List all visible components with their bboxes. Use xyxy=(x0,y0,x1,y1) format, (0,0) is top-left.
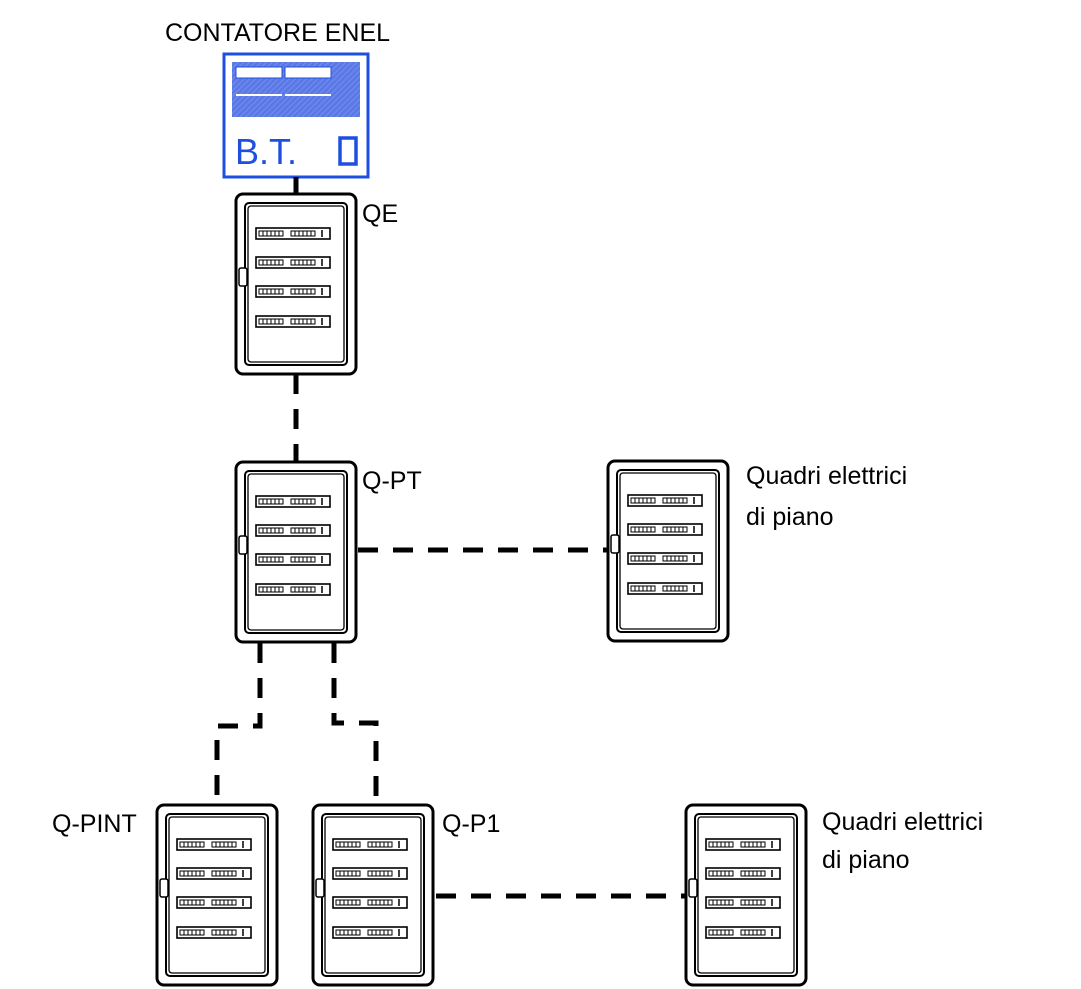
panel-label-qpt: Q-PT xyxy=(362,467,422,495)
wire-qpt-qpint xyxy=(214,643,263,805)
panel-floor-a xyxy=(608,461,728,641)
wire-qpt-qp1 xyxy=(331,643,379,805)
enel-meter: B.T. xyxy=(222,52,370,179)
floor-b-label-line2: di piano xyxy=(822,846,910,874)
meter-title: CONTATORE ENEL xyxy=(165,19,390,47)
meter-indicator xyxy=(338,136,358,166)
panel-qpint xyxy=(157,805,277,985)
floor-a-label-line2: di piano xyxy=(746,503,834,531)
meter-label: B.T. xyxy=(235,131,297,172)
panel-floor-b xyxy=(686,805,806,985)
panel-qe xyxy=(236,194,356,374)
panel-qpt xyxy=(236,462,356,642)
floor-b-label-line1: Quadri elettrici xyxy=(822,808,983,836)
panel-label-qpint: Q-PINT xyxy=(52,810,137,838)
floor-a-label-line1: Quadri elettrici xyxy=(746,462,907,490)
panel-label-qe: QE xyxy=(362,200,398,228)
panel-qp1 xyxy=(313,805,433,985)
panel-label-qp1: Q-P1 xyxy=(442,810,500,838)
